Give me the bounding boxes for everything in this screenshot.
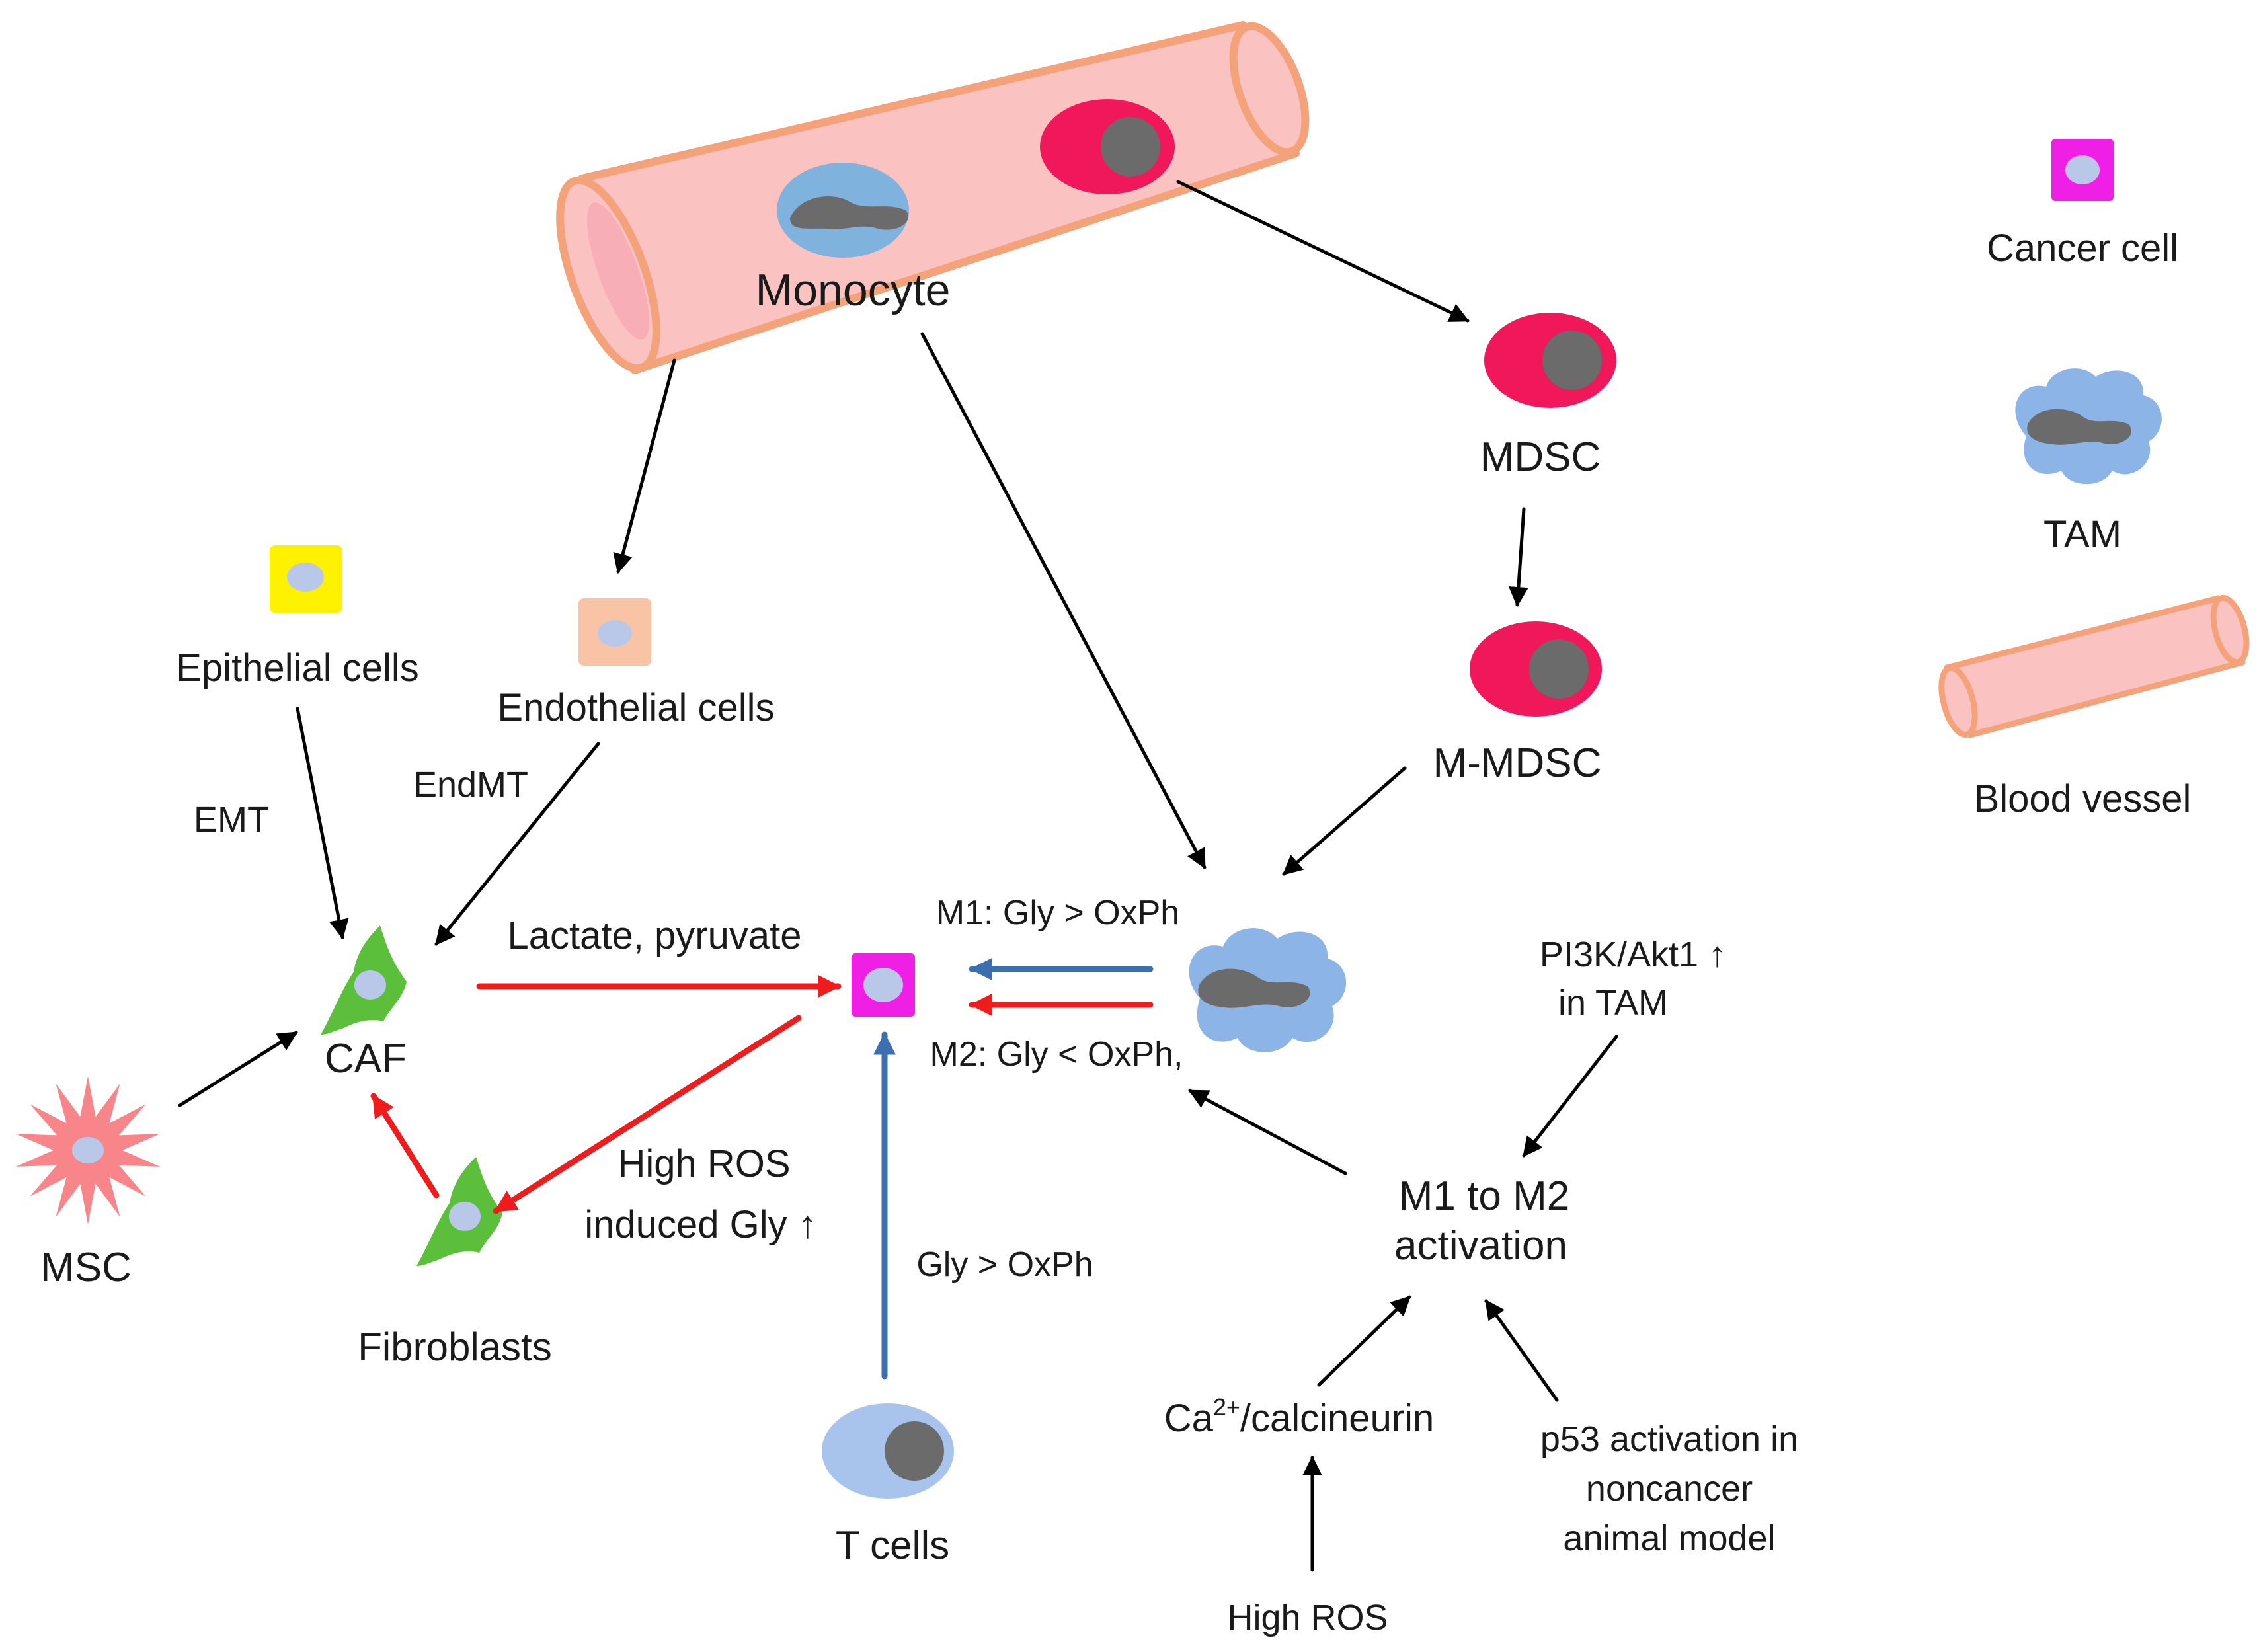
arrow-m1m2-to-tam — [1188, 1089, 1347, 1175]
endothelial-label: Endothelial cells — [497, 686, 774, 729]
arrow-pi3k-to-m1m2 — [1522, 1035, 1618, 1158]
arrow-vessel-to-tam — [920, 332, 1207, 869]
high-ros-label-line1: High ROS — [617, 1142, 790, 1185]
pi3k-label-line1: PI3K/Akt1 ↑ — [1540, 935, 1726, 974]
t-cells-label: T cells — [836, 1523, 949, 1567]
msc-label: MSC — [40, 1245, 132, 1290]
m2-metabolism-label: M2: Gly < OxPh, — [930, 1035, 1183, 1074]
endmt-label: EndMT — [413, 765, 528, 805]
fibroblast-cell — [416, 1157, 502, 1266]
arrow-vessel-to-endothelial — [613, 358, 676, 574]
p53-label-line2: noncancer — [1586, 1469, 1753, 1509]
legend-tam-icon — [2015, 368, 2162, 485]
arrow-fibroblasts-to-caf — [370, 1093, 440, 1199]
m1-metabolism-label: M1: Gly > OxPh — [936, 894, 1179, 932]
legend-tam-label: TAM — [2043, 513, 2121, 556]
p53-label-line1: p53 activation in — [1540, 1419, 1798, 1459]
lactate-pyruvate-label: Lactate, pyruvate — [508, 914, 802, 957]
fibroblasts-label: Fibroblasts — [358, 1325, 551, 1369]
arrow-m-mdsc-to-tam — [1282, 766, 1407, 876]
t-cell — [822, 1403, 954, 1499]
caf-cell — [321, 925, 407, 1035]
m-mdsc-label: M-MDSC — [1433, 740, 1602, 786]
mdsc-cell-in-vessel — [1040, 99, 1175, 194]
msc-cell — [15, 1076, 161, 1224]
emt-label: EMT — [194, 800, 269, 840]
arrow-endothelial-to-caf — [434, 742, 600, 946]
epithelial-label: Epithelial cells — [176, 647, 419, 689]
caf-label: CAF — [325, 1036, 407, 1082]
arrow-cancer-to-fibroblasts — [493, 1015, 802, 1214]
legend: Cancer cell TAM Blood vessel — [1938, 139, 2250, 820]
p53-label-line3: animal model — [1563, 1518, 1775, 1558]
legend-cancer-cell-label: Cancer cell — [1987, 227, 2178, 270]
blood-vessel — [556, 21, 1310, 374]
arrow-p53-to-m1m2 — [1484, 1299, 1559, 1402]
pi3k-label-line2: in TAM — [1558, 983, 1668, 1023]
arrows — [178, 180, 1618, 1572]
m-mdsc-cell — [1470, 621, 1602, 717]
tam-cell — [1189, 928, 1347, 1052]
cancer-cell — [852, 953, 915, 1017]
arrow-msc-to-caf — [178, 1031, 298, 1107]
monocyte-cell — [777, 163, 909, 258]
mdsc-cell — [1484, 313, 1616, 408]
mdsc-label: MDSC — [1480, 434, 1601, 480]
m1-to-m2-label-line1: M1 to M2 — [1399, 1173, 1569, 1219]
arrow-mdsc-to-m-mdsc — [1508, 507, 1528, 607]
epithelial-cell — [270, 545, 342, 613]
legend-blood-vessel-icon — [1938, 594, 2250, 738]
calcineurin-label: Ca2+/calcineurin — [1164, 1394, 1435, 1440]
arrow-epithelial-to-caf — [296, 707, 349, 939]
high-ros-label-line2: induced Gly ↑ — [584, 1203, 816, 1246]
arrow-calcineurin-to-m1m2 — [1317, 1295, 1411, 1387]
monocyte-label: Monocyte — [756, 265, 951, 315]
legend-cancer-cell-icon — [2051, 139, 2114, 201]
high-ros-bottom-label: High ROS — [1227, 1598, 1388, 1637]
arrow-vessel-mdsc-to-mdsc — [1176, 180, 1470, 323]
t-cell-metabolism-label: Gly > OxPh — [916, 1245, 1093, 1284]
endothelial-cell — [578, 598, 651, 666]
m1-to-m2-label-line2: activation — [1394, 1223, 1567, 1269]
legend-blood-vessel-label: Blood vessel — [1974, 777, 2192, 820]
